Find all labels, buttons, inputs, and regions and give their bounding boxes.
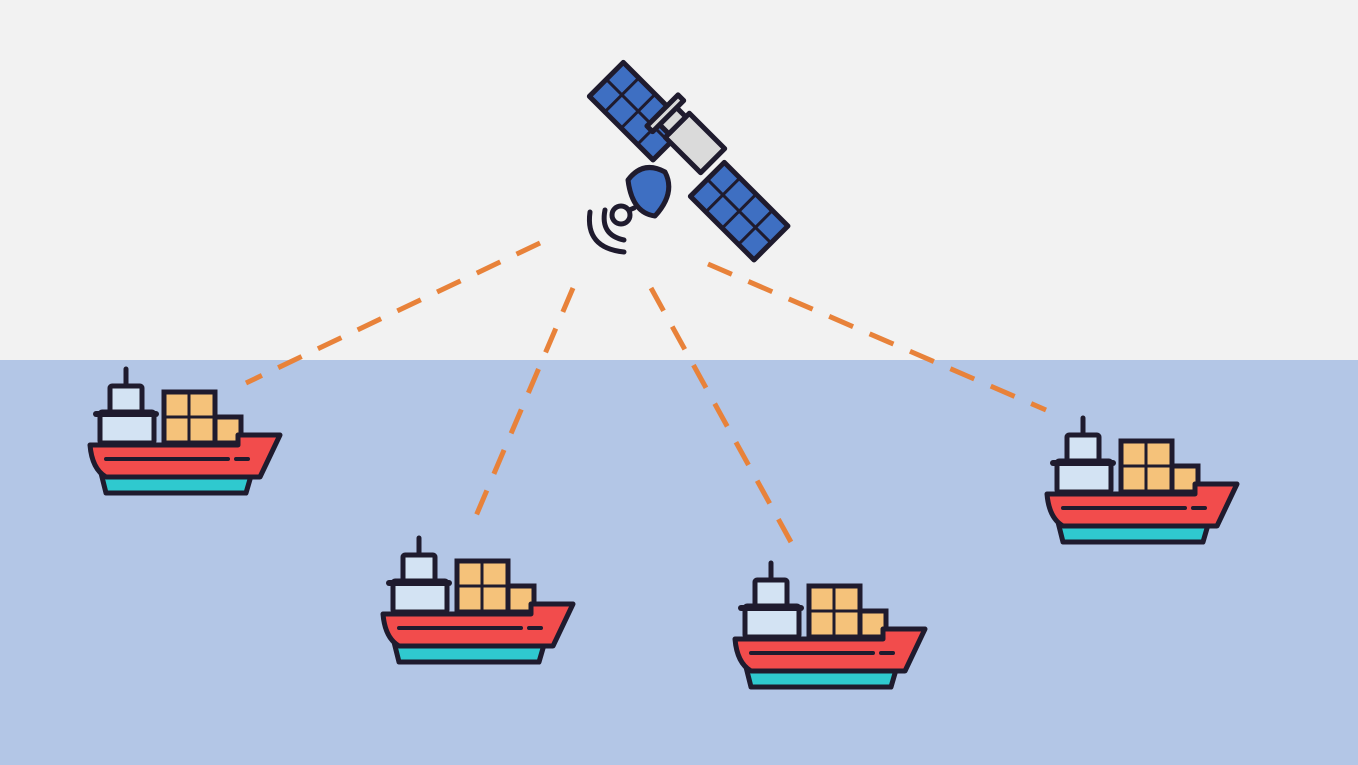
signal-line-3 xyxy=(648,286,800,555)
signal-line-4 xyxy=(707,261,1047,413)
signal-lines xyxy=(244,240,1047,555)
sky-background xyxy=(0,0,1358,360)
satellite-icon xyxy=(586,59,791,263)
signal-line-1 xyxy=(244,240,542,386)
